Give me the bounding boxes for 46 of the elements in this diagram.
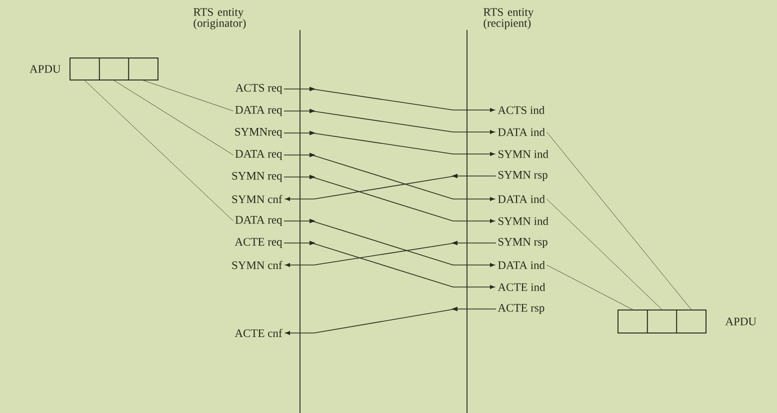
primitive-label: DATA ind	[498, 128, 545, 136]
entity-heading: RTS entity (originator)	[194, 8, 246, 30]
apdu-field	[128, 58, 158, 80]
primitive-label: SYMN cnf	[232, 194, 282, 204]
arrow	[284, 240, 495, 289]
primitive-label: DATA req	[235, 150, 282, 160]
primitive-label: SYMN ind	[498, 216, 548, 226]
arrow	[285, 306, 496, 335]
entity-heading: RTS entity (recipient)	[484, 8, 534, 30]
arrow	[284, 218, 495, 267]
apdu-label: APDU	[725, 318, 756, 326]
apdu-field	[646, 310, 678, 334]
primitive-label: ACTE rsp	[498, 304, 544, 314]
leader-line	[143, 80, 234, 112]
primitive-label: SYMN rsp	[498, 170, 548, 182]
primitive-label: DATA req	[235, 106, 282, 116]
leader-line	[546, 264, 633, 310]
primitive-label: DATA req	[235, 216, 282, 226]
leader-line	[84, 80, 234, 222]
primitive-label: SYMNreq	[235, 128, 282, 138]
primitive-label: ACTE cnf	[234, 328, 282, 338]
arrow	[284, 130, 495, 156]
apdu-field	[98, 58, 130, 80]
leader-line	[114, 80, 234, 156]
primitive-label: DATA ind	[498, 260, 545, 270]
arrow	[285, 240, 496, 267]
arrow	[284, 152, 495, 201]
primitive-label: SYMN cnf	[232, 260, 282, 270]
arrow	[284, 174, 495, 223]
primitive-label: SYMN rsp	[498, 238, 548, 248]
primitive-label: ACTS req	[235, 84, 282, 94]
arrow	[285, 174, 496, 201]
primitive-label: SYMN ind	[498, 150, 548, 158]
leader-line	[546, 132, 692, 310]
apdu-label: APDU	[30, 65, 61, 73]
primitive-label: DATA ind	[498, 194, 545, 204]
apdu-field	[618, 310, 648, 334]
arrow	[284, 108, 495, 134]
primitive-label: ACTE req	[234, 238, 282, 248]
primitive-label: ACTS ind	[498, 106, 545, 114]
arrow	[284, 86, 495, 112]
primitive-label: SYMN req	[232, 172, 282, 182]
apdu-field	[676, 310, 706, 334]
primitive-label: ACTE ind	[498, 282, 546, 292]
apdu-field	[70, 58, 100, 80]
leader-line	[546, 198, 662, 310]
